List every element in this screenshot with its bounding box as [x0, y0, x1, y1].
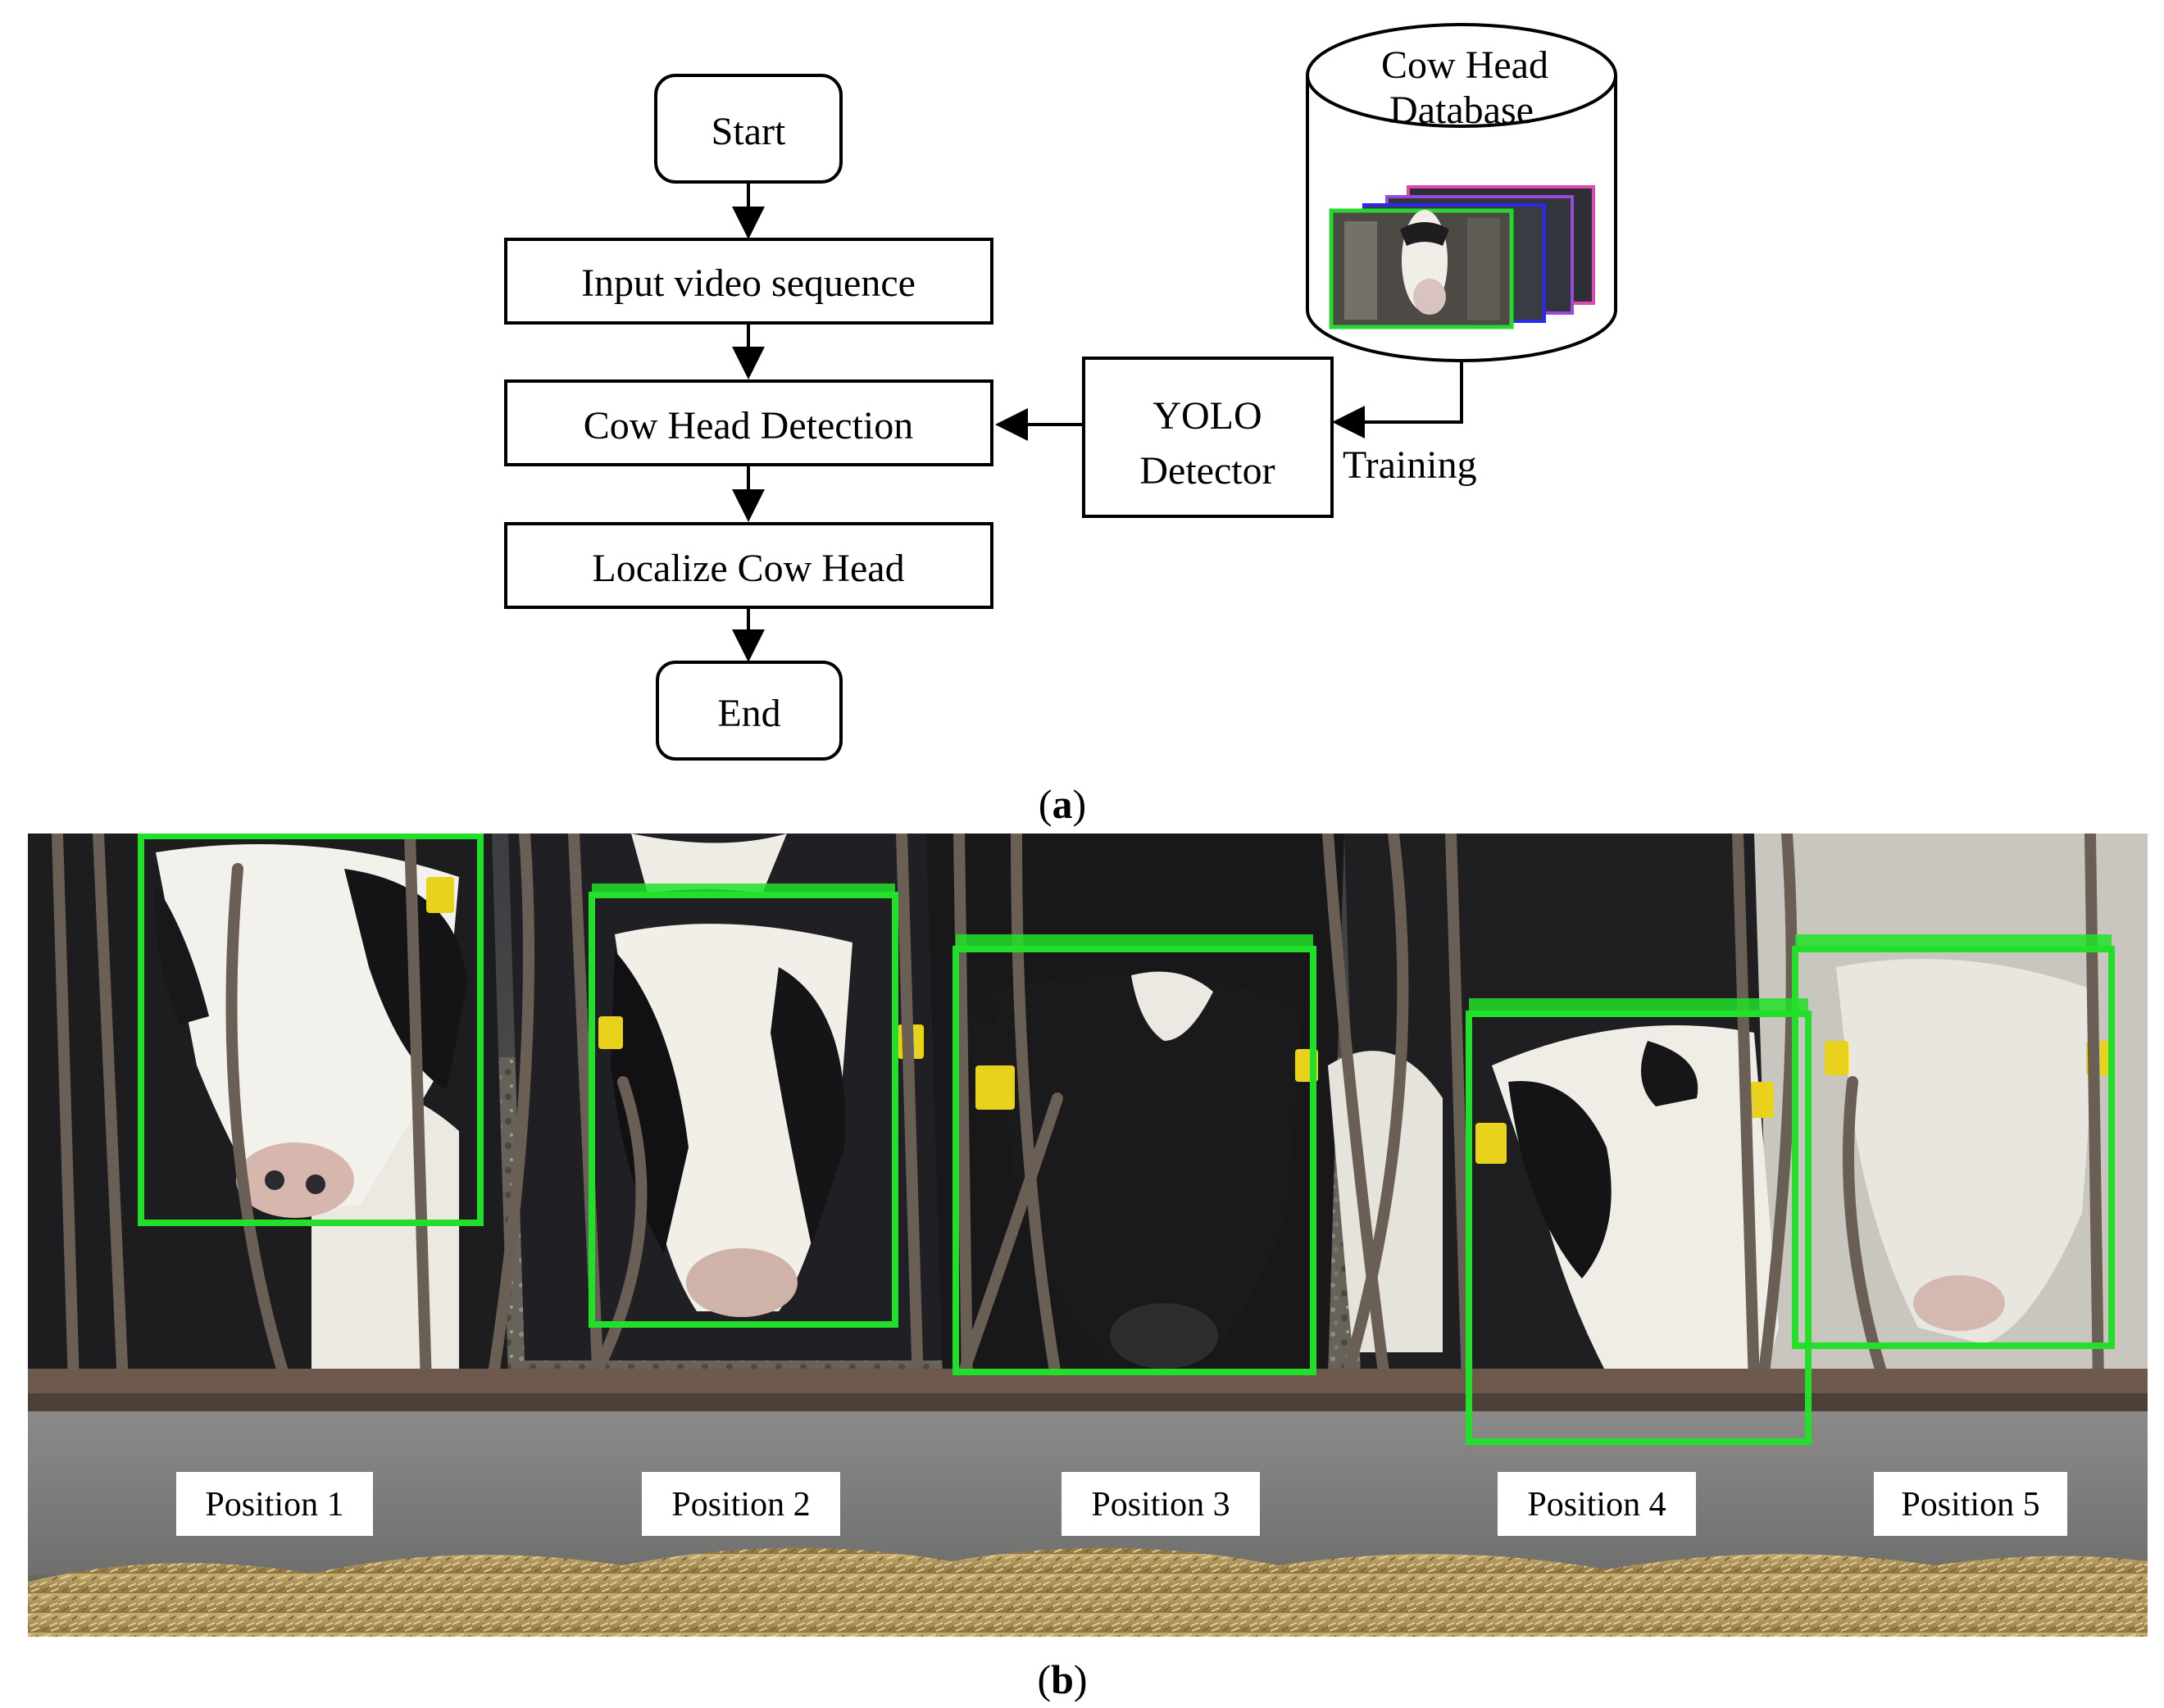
caption-a-close: )	[1073, 781, 1087, 827]
caption-a-letter: a	[1052, 781, 1073, 827]
caption-a: (a)	[1039, 781, 1086, 827]
svg-text:(a): (a)	[1039, 781, 1086, 827]
yolo-label-line2: Detector	[1139, 449, 1275, 493]
end-label: End	[717, 692, 780, 735]
position-5-label: Position 5	[1901, 1486, 2039, 1524]
caption-b-open: (	[1037, 1656, 1051, 1702]
yolo-label-line1: YOLO	[1152, 394, 1262, 438]
training-label: Training	[1343, 443, 1477, 487]
caption-b-close: )	[1074, 1656, 1088, 1702]
position-2-label: Position 2	[671, 1486, 810, 1524]
flowchart: Start Input video sequence Cow Head Dete…	[506, 25, 1616, 759]
detection-label: Cow Head Detection	[584, 404, 914, 447]
database-label-line1: Cow Head	[1381, 43, 1548, 87]
database-label-line2: Database	[1389, 89, 1534, 132]
position-3-label: Position 3	[1091, 1486, 1230, 1524]
caption-a-open: (	[1039, 781, 1052, 827]
caption-b: (b)	[1037, 1656, 1087, 1702]
start-label: Start	[711, 110, 786, 153]
database-thumbnails	[1331, 187, 1593, 327]
cow-photo: Position 1 Position 2 Position 3 Positio…	[28, 834, 2148, 1637]
localize-label: Localize Cow Head	[592, 547, 904, 590]
arrow-database-yolo	[1339, 361, 1462, 422]
caption-b-letter: b	[1051, 1656, 1074, 1702]
input-label: Input video sequence	[581, 261, 916, 305]
svg-text:(b): (b)	[1037, 1656, 1087, 1702]
position-1-label: Position 1	[205, 1486, 343, 1524]
position-4-label: Position 4	[1527, 1486, 1666, 1524]
